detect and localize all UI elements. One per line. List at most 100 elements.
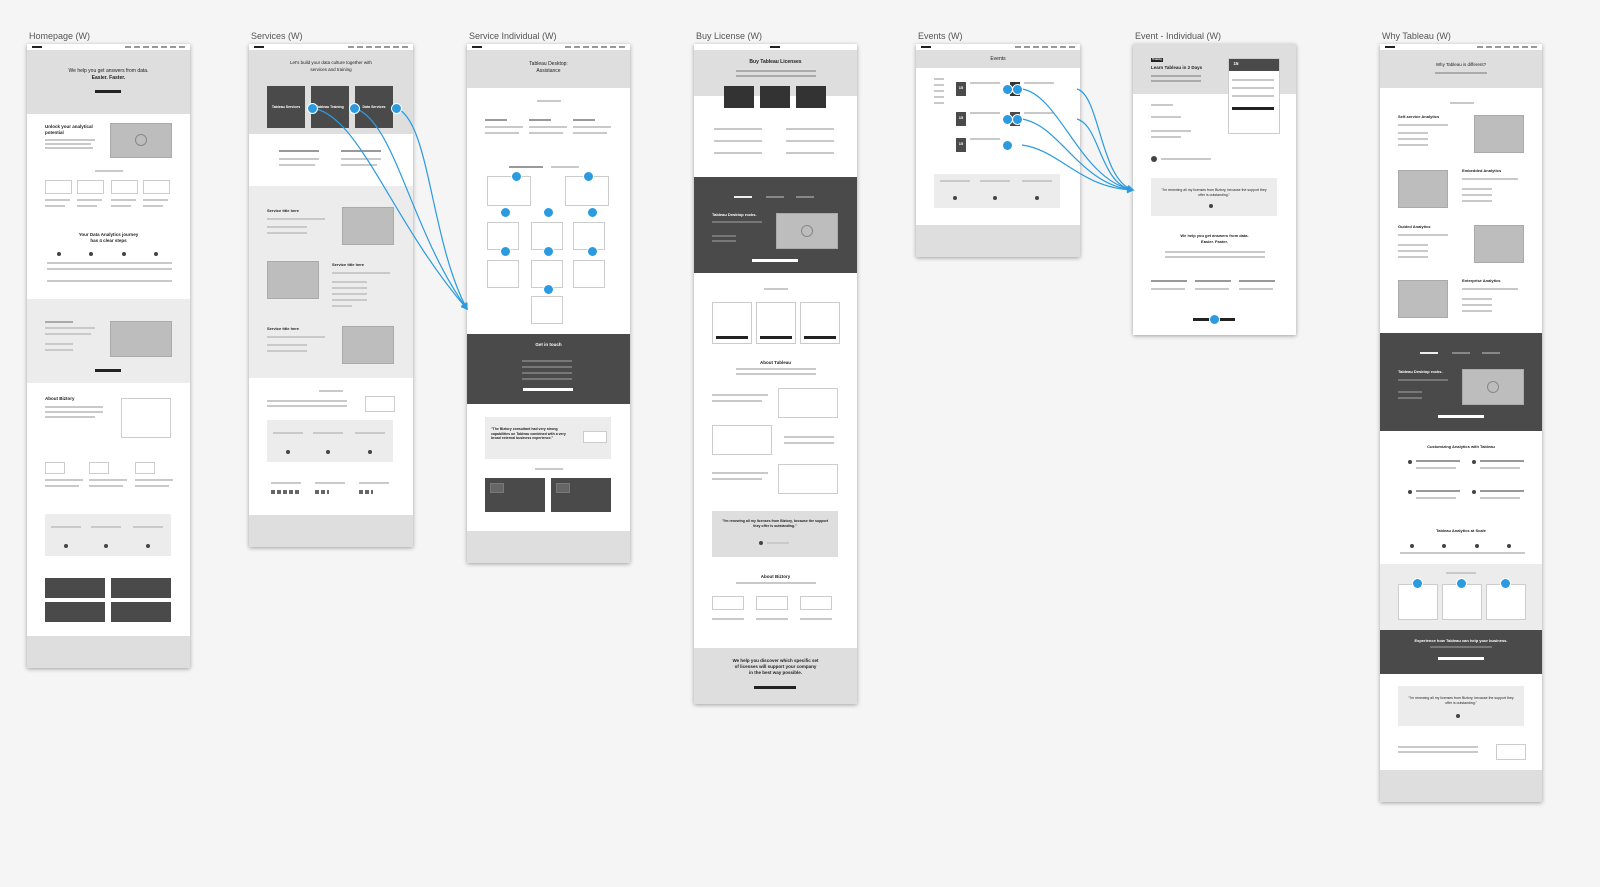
license-tile[interactable] <box>760 86 790 108</box>
pricing-button[interactable] <box>716 336 748 339</box>
artboard-title[interactable]: Homepage (W) <box>29 31 91 41</box>
text-line <box>89 479 127 481</box>
video-placeholder[interactable] <box>1462 369 1524 405</box>
event-title[interactable] <box>970 82 1000 84</box>
step-marker[interactable] <box>543 246 554 257</box>
input-field[interactable] <box>1232 87 1274 89</box>
video-placeholder[interactable] <box>776 213 838 249</box>
license-tile[interactable] <box>796 86 826 108</box>
experience-button[interactable] <box>1438 657 1484 660</box>
step-marker[interactable] <box>1209 314 1220 325</box>
promo-tile[interactable] <box>45 602 105 622</box>
step-marker[interactable] <box>1500 578 1511 589</box>
artboard-homepage[interactable]: Homepage (W) We help you get answers fro… <box>27 31 190 668</box>
input-field[interactable] <box>522 372 572 374</box>
pricing-card[interactable] <box>800 302 840 344</box>
artboard-title[interactable]: Services (W) <box>251 31 303 41</box>
connect-button[interactable] <box>95 369 121 372</box>
filter-label[interactable] <box>934 84 944 86</box>
tab-label[interactable] <box>734 196 752 198</box>
artboard-event-individual[interactable]: Event - Individual (W) Training Learn Ta… <box>1133 31 1296 335</box>
promo-tile[interactable] <box>111 578 171 598</box>
artboard-title[interactable]: Service Individual (W) <box>469 31 557 41</box>
resource-card[interactable] <box>1442 584 1482 620</box>
register-button[interactable] <box>1232 107 1274 110</box>
promo-tile[interactable] <box>111 602 171 622</box>
tab-label[interactable] <box>796 196 814 198</box>
artboard-title[interactable]: Buy License (W) <box>696 31 763 41</box>
resource-card[interactable] <box>1398 584 1438 620</box>
step-marker[interactable] <box>543 284 554 295</box>
pricing-button[interactable] <box>804 336 836 339</box>
input-field[interactable] <box>1232 79 1274 81</box>
artboard-title[interactable]: Events (W) <box>918 31 963 41</box>
event-date[interactable]: 15 <box>956 82 966 96</box>
logo-card <box>77 180 104 194</box>
event-title[interactable] <box>1024 112 1054 114</box>
artboard-why-tableau[interactable]: Why Tableau (W) Why Tableau is different… <box>1380 31 1542 802</box>
promo-tile[interactable] <box>45 578 105 598</box>
buy-button[interactable] <box>1438 415 1484 418</box>
tab-label[interactable] <box>1420 352 1438 354</box>
connector-origin[interactable] <box>307 103 318 114</box>
input-field[interactable] <box>522 360 572 362</box>
service-tile-tableau-services[interactable]: Tableau Services <box>267 86 305 128</box>
tab-label[interactable] <box>509 166 543 168</box>
step-marker[interactable] <box>1412 578 1423 589</box>
connector-origin[interactable] <box>1012 114 1023 125</box>
event-title[interactable] <box>1024 82 1054 84</box>
related-service-card[interactable] <box>485 478 545 512</box>
artboard-services[interactable]: Services (W) Let's build your data cultu… <box>249 31 413 547</box>
tab-label[interactable] <box>1482 352 1500 354</box>
play-icon[interactable] <box>135 134 147 146</box>
filter-label[interactable] <box>934 90 944 92</box>
pricing-button[interactable] <box>760 336 792 339</box>
resource-card[interactable] <box>1486 584 1526 620</box>
pricing-card[interactable] <box>756 302 796 344</box>
artboard-events[interactable]: Events (W) Events 15 15 15 15 15 <box>916 31 1080 257</box>
cta-button[interactable] <box>754 686 796 689</box>
event-title[interactable] <box>970 138 1000 140</box>
filter-label[interactable] <box>934 102 944 104</box>
step-marker[interactable] <box>543 207 554 218</box>
play-icon[interactable] <box>1487 381 1499 393</box>
step-marker[interactable] <box>500 207 511 218</box>
tab-label[interactable] <box>551 166 579 168</box>
hero-cta-button[interactable] <box>95 90 121 93</box>
filter-label[interactable] <box>934 78 944 80</box>
step-marker[interactable] <box>587 246 598 257</box>
filter-label[interactable] <box>934 96 944 98</box>
event-date[interactable]: 15 <box>956 138 966 152</box>
step-marker[interactable] <box>511 171 522 182</box>
tab-label[interactable] <box>1452 352 1470 354</box>
event-date[interactable]: 15 <box>956 112 966 126</box>
related-service-card[interactable] <box>551 478 611 512</box>
step-marker[interactable] <box>1456 578 1467 589</box>
registration-form[interactable]: 15 <box>1228 58 1280 134</box>
input-field[interactable] <box>522 378 572 380</box>
connector-origin[interactable] <box>391 103 402 114</box>
connector-origin[interactable] <box>1012 84 1023 95</box>
event-badge <box>1151 58 1163 62</box>
connector-origin[interactable] <box>1002 140 1013 151</box>
text-line <box>1398 746 1478 748</box>
service-tile-data-services[interactable]: Data Services <box>355 86 393 128</box>
artboard-title[interactable]: Event - Individual (W) <box>1135 31 1222 41</box>
tab-label[interactable] <box>766 196 784 198</box>
step-marker[interactable] <box>583 171 594 182</box>
buy-button[interactable] <box>752 259 798 262</box>
submit-button[interactable] <box>523 388 573 391</box>
step-marker[interactable] <box>500 246 511 257</box>
artboard-buy-license[interactable]: Buy License (W) Buy Tableau Licenses Tab… <box>694 31 857 704</box>
license-tile[interactable] <box>724 86 754 108</box>
event-title[interactable] <box>970 112 1000 114</box>
artboard-title[interactable]: Why Tableau (W) <box>1382 31 1451 41</box>
input-field[interactable] <box>522 366 572 368</box>
artboard-service-individual[interactable]: Service Individual (W) Tableau Desktop: … <box>467 31 630 563</box>
connector-origin[interactable] <box>349 103 360 114</box>
input-field[interactable] <box>1232 95 1274 97</box>
video-placeholder[interactable] <box>110 123 172 158</box>
play-icon[interactable] <box>801 225 813 237</box>
pricing-card[interactable] <box>712 302 752 344</box>
step-marker[interactable] <box>587 207 598 218</box>
